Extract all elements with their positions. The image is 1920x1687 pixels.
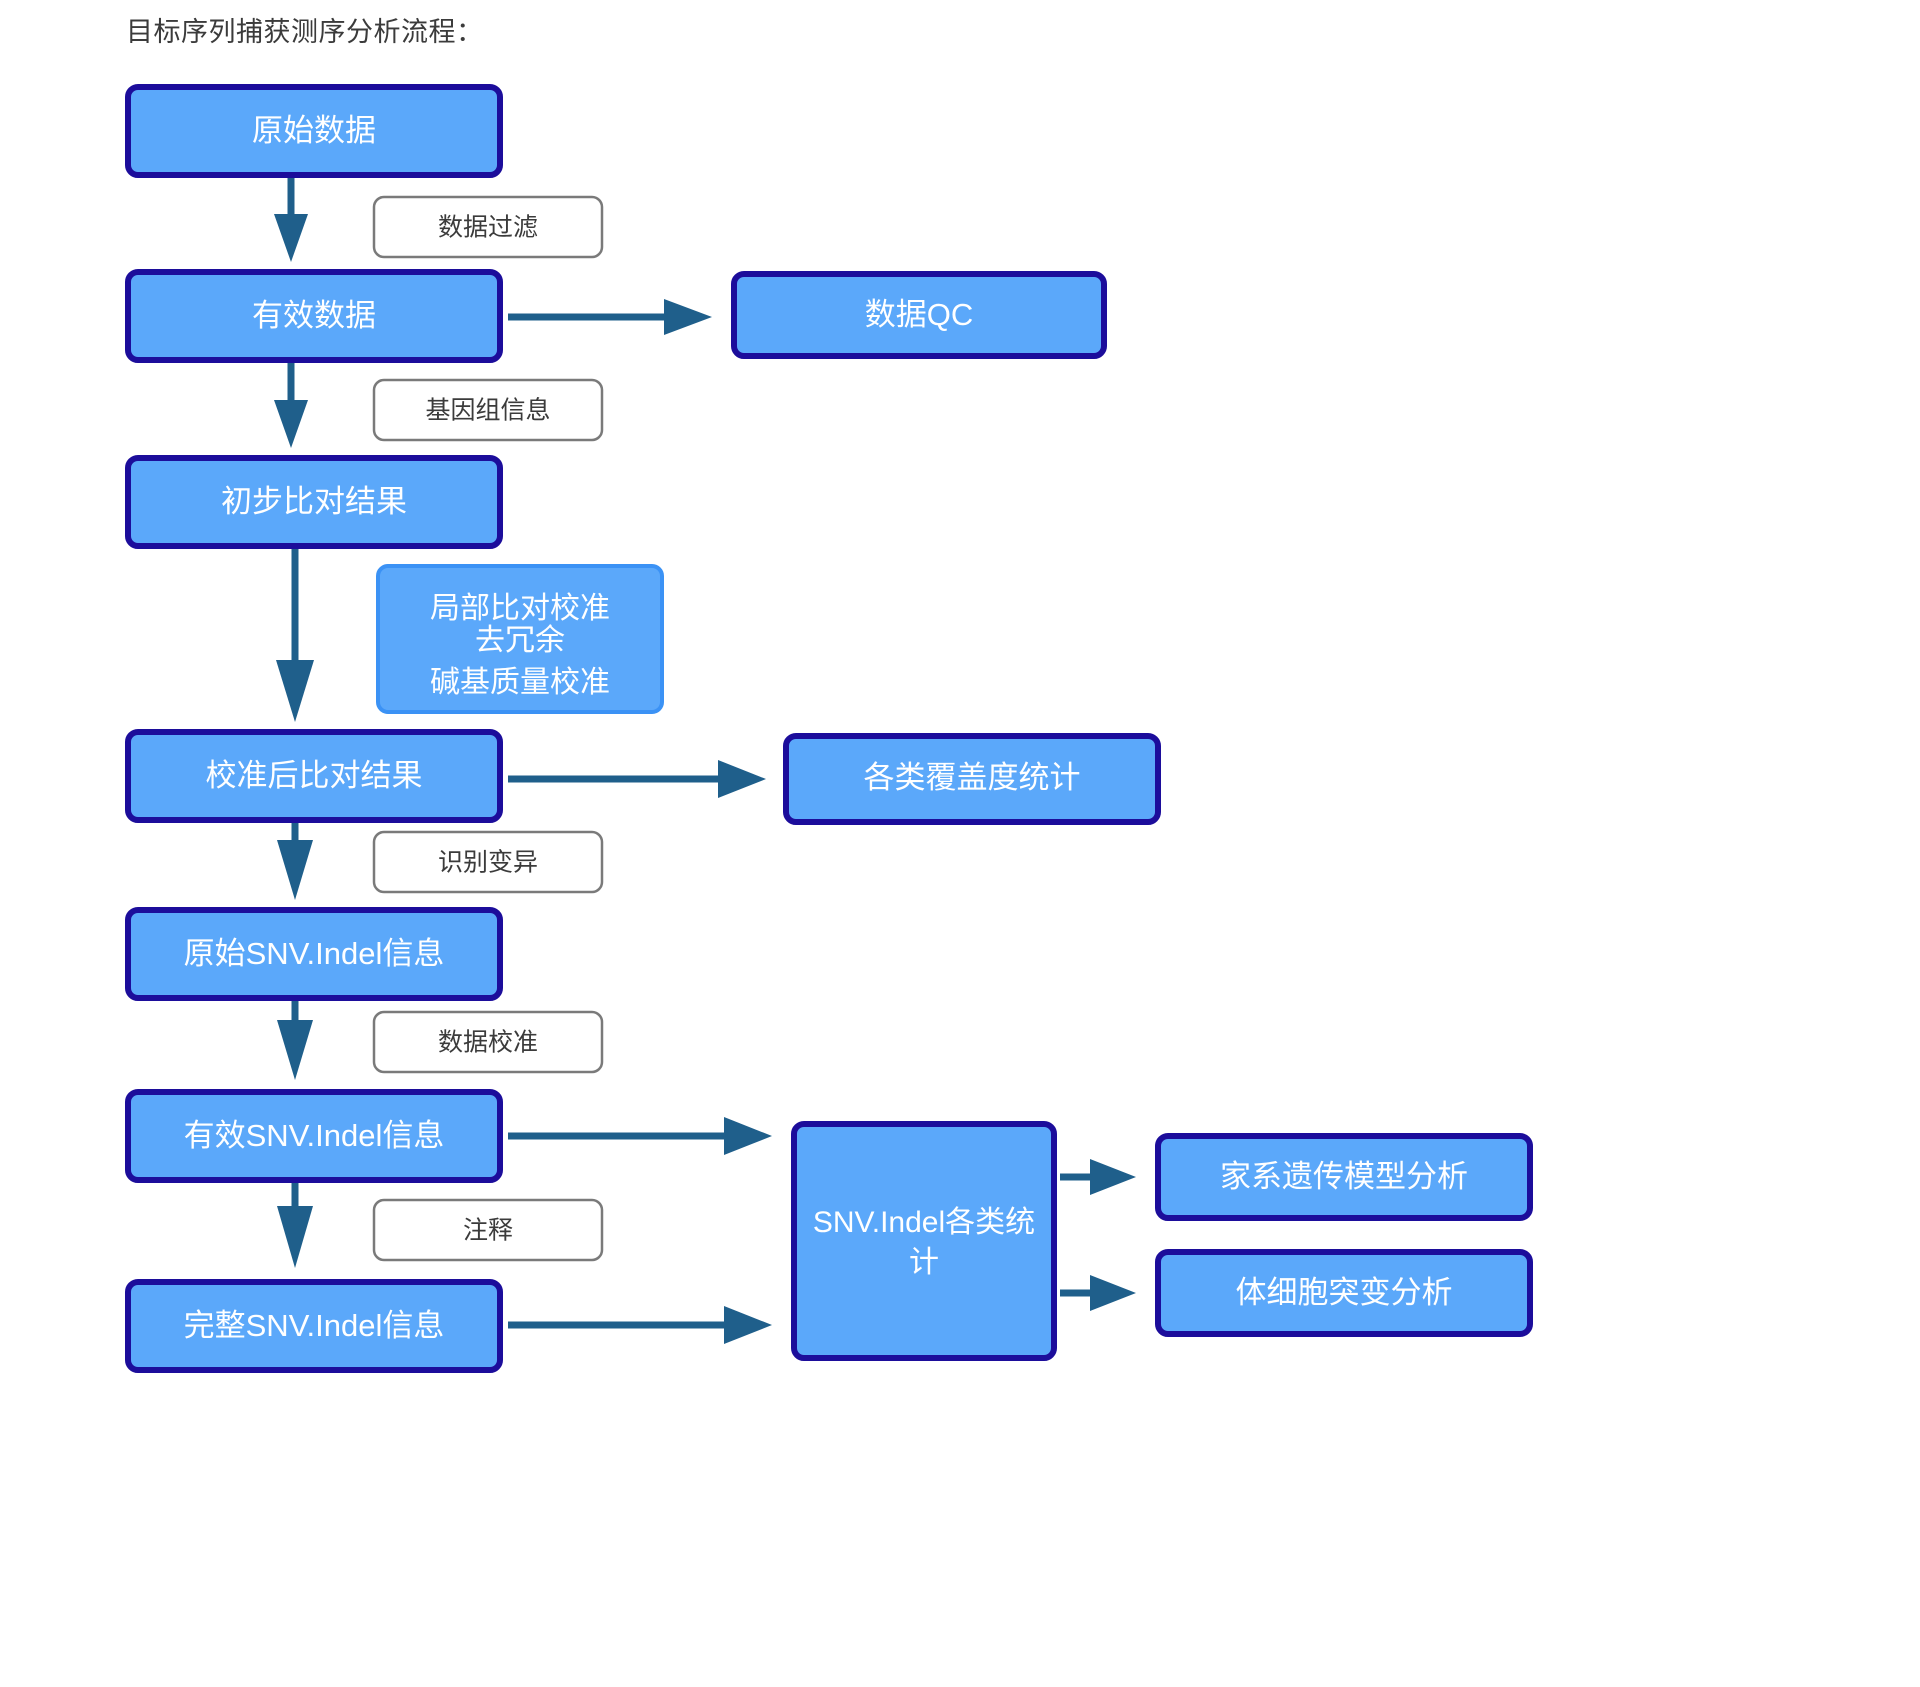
edge-calibrated-alignment-to-raw-snv-indel [277, 820, 313, 900]
node-valid-snv-indel-label: 有效SNV.Indel信息 [184, 1118, 445, 1153]
node-clean-data-label: 有效数据 [252, 298, 376, 333]
edge-clean-data-to-initial-alignment [274, 360, 308, 448]
node-layer: 原始数据 有效数据 数据QC 初步比对结果 局部比对校准 去冗余 碱基质量校准 … [125, 84, 1533, 1373]
edge-snv-indel-stats-to-pedigree-analysis [1060, 1159, 1136, 1195]
edge-calibrated-alignment-to-coverage-stats [508, 760, 766, 798]
node-raw-data-label: 原始数据 [252, 113, 376, 148]
edge-valid-snv-indel-to-full-snv-indel [277, 1180, 313, 1268]
edge-snv-indel-stats-to-somatic-analysis [1060, 1275, 1136, 1311]
node-initial-alignment[interactable]: 初步比对结果 [125, 455, 503, 549]
node-somatic-analysis[interactable]: 体细胞突变分析 [1155, 1249, 1533, 1337]
edge-label-variant: 识别变异 [372, 830, 604, 894]
edge-valid-snv-indel-to-snv-indel-stats [508, 1117, 772, 1155]
node-data-qc-label: 数据QC [865, 297, 974, 332]
node-recalibration-steps-line-1: 局部比对校准 [430, 592, 610, 625]
node-valid-snv-indel[interactable]: 有效SNV.Indel信息 [125, 1089, 503, 1183]
edge-label-recalibration-text: 数据校准 [438, 1029, 538, 1057]
node-raw-data[interactable]: 原始数据 [125, 84, 503, 178]
node-pedigree-analysis[interactable]: 家系遗传模型分析 [1155, 1133, 1533, 1221]
node-snv-indel-stats[interactable]: SNV.Indel各类统 计 [791, 1121, 1057, 1361]
edge-initial-alignment-to-calibrated-alignment [276, 546, 314, 722]
node-raw-snv-indel[interactable]: 原始SNV.Indel信息 [125, 907, 503, 1001]
node-data-qc[interactable]: 数据QC [731, 271, 1107, 359]
edge-label-layer: 数据过滤 基因组信息 识别变异 数据校准 注释 [372, 195, 604, 1262]
edge-label-annotation: 注释 [372, 1198, 604, 1262]
node-calibrated-alignment[interactable]: 校准后比对结果 [125, 729, 503, 823]
edge-clean-data-to-data-qc [508, 299, 712, 335]
node-clean-data[interactable]: 有效数据 [125, 269, 503, 363]
node-recalibration-steps[interactable]: 局部比对校准 去冗余 碱基质量校准 [376, 564, 664, 714]
node-coverage-stats-label: 各类覆盖度统计 [864, 760, 1081, 795]
edge-label-variant-text: 识别变异 [438, 849, 538, 877]
edge-label-recalibration: 数据校准 [372, 1010, 604, 1074]
edge-label-filter: 数据过滤 [372, 195, 604, 259]
edge-full-snv-indel-to-snv-indel-stats [508, 1306, 772, 1344]
edge-label-annotation-text: 注释 [463, 1217, 513, 1245]
node-raw-snv-indel-label: 原始SNV.Indel信息 [184, 936, 445, 971]
edge-label-genome-text: 基因组信息 [425, 397, 550, 425]
page-title: 目标序列捕获测序分析流程： [126, 17, 484, 47]
node-snv-indel-stats-line-1: SNV.Indel各类统 [813, 1206, 1035, 1239]
node-full-snv-indel-label: 完整SNV.Indel信息 [184, 1308, 445, 1343]
node-recalibration-steps-line-2: 去冗余 [475, 624, 565, 657]
edge-label-filter-text: 数据过滤 [438, 214, 538, 242]
edge-label-genome: 基因组信息 [372, 378, 604, 442]
edge-raw-snv-indel-to-valid-snv-indel [277, 998, 313, 1080]
node-snv-indel-stats-line-2: 计 [909, 1246, 939, 1279]
node-calibrated-alignment-label: 校准后比对结果 [206, 758, 423, 793]
node-coverage-stats[interactable]: 各类覆盖度统计 [783, 733, 1161, 825]
node-pedigree-analysis-label: 家系遗传模型分析 [1220, 1159, 1468, 1194]
node-recalibration-steps-line-3: 碱基质量校准 [430, 666, 610, 699]
node-full-snv-indel[interactable]: 完整SNV.Indel信息 [125, 1279, 503, 1373]
edge-raw-data-to-clean-data [274, 175, 308, 262]
node-somatic-analysis-label: 体细胞突变分析 [1236, 1275, 1453, 1310]
connector-layer [274, 175, 1136, 1344]
node-initial-alignment-label: 初步比对结果 [221, 484, 407, 519]
